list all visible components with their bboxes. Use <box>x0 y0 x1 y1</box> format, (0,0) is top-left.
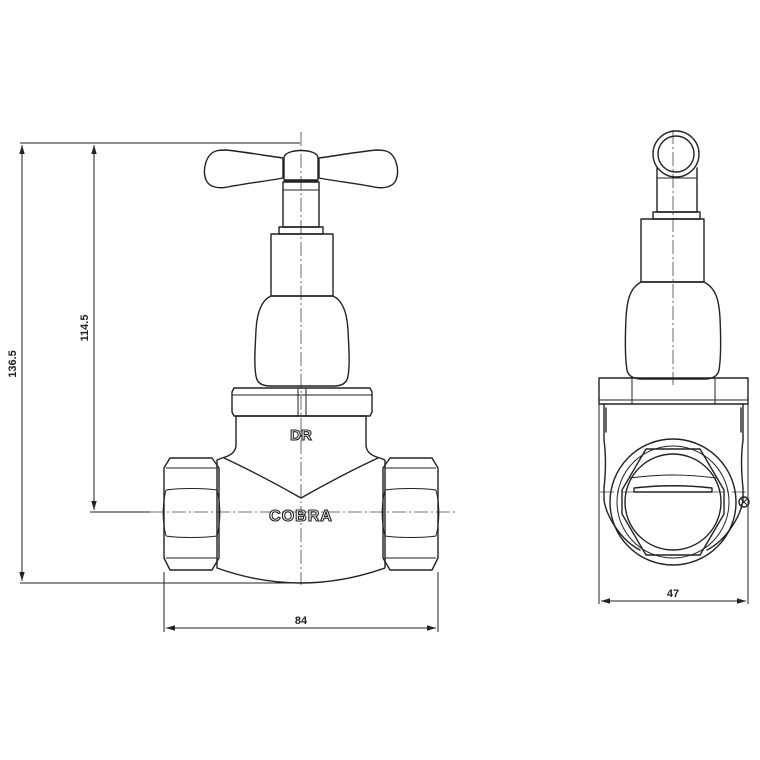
side-bonnet-collar <box>640 218 705 283</box>
side-bonnet-bell <box>624 281 722 380</box>
body-bevel <box>223 457 379 499</box>
handle-end-view <box>652 130 701 220</box>
front-view: DR COBRA <box>150 132 455 585</box>
side-width-label: 47 <box>667 588 679 600</box>
side-body <box>603 403 750 566</box>
side-dimensions: 47 <box>598 404 749 604</box>
stem-height-label: 114.5 <box>79 315 91 342</box>
left-hex-end <box>162 457 221 571</box>
overall-height-label: 136.5 <box>7 350 19 378</box>
front-dimensions: 136.5 114.5 84 <box>7 142 439 632</box>
marking-upper: DR <box>290 427 312 444</box>
marking-lower: COBRA <box>269 508 333 525</box>
bonnet-collar <box>270 233 334 297</box>
side-gland-nut <box>598 377 749 405</box>
right-hex-end <box>381 457 440 571</box>
valve-body <box>216 415 386 584</box>
bonnet-bell <box>254 295 350 387</box>
gland-nut <box>231 387 373 417</box>
crosshead-handle <box>203 149 399 189</box>
body-width-label: 84 <box>295 615 308 627</box>
side-view <box>598 130 750 566</box>
